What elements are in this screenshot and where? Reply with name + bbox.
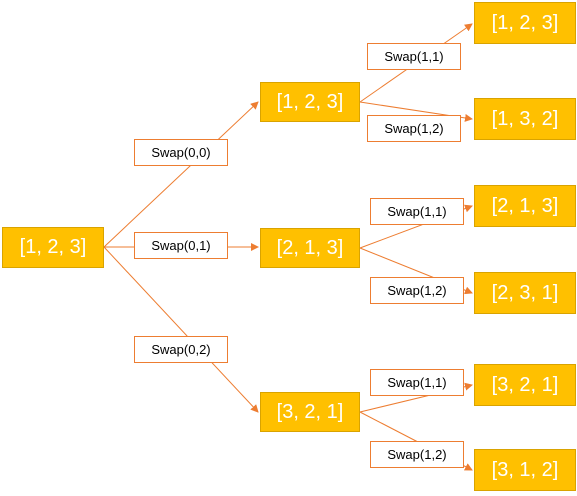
node-level1-a: [1, 2, 3]: [260, 82, 360, 122]
node-leaf-b1: [2, 1, 3]: [474, 185, 576, 227]
node-leaf-b2: [2, 3, 1]: [474, 272, 576, 314]
node-root: [1, 2, 3]: [2, 227, 104, 268]
edge-label-b-swap-1-2: Swap(1,2): [370, 277, 464, 304]
node-level1-b: [2, 1, 3]: [260, 228, 360, 268]
node-level1-c: [3, 2, 1]: [260, 392, 360, 432]
edge-label-c-swap-1-2: Swap(1,2): [370, 441, 464, 468]
node-leaf-a1: [1, 2, 3]: [474, 2, 576, 44]
node-leaf-c2: [3, 1, 2]: [474, 449, 576, 491]
node-leaf-c1: [3, 2, 1]: [474, 364, 576, 406]
edge-label-swap-0-0: Swap(0,0): [134, 139, 228, 166]
node-leaf-a2: [1, 3, 2]: [474, 98, 576, 140]
edge-root-to-a: [103, 101, 259, 248]
edge-root-to-c: [103, 246, 259, 413]
edge-label-b-swap-1-1: Swap(1,1): [370, 198, 464, 225]
edge-label-c-swap-1-1: Swap(1,1): [370, 369, 464, 396]
edge-label-a-swap-1-2: Swap(1,2): [367, 115, 461, 142]
edge-label-swap-0-2: Swap(0,2): [134, 336, 228, 363]
edge-label-a-swap-1-1: Swap(1,1): [367, 43, 461, 70]
edge-label-swap-0-1: Swap(0,1): [134, 232, 228, 259]
